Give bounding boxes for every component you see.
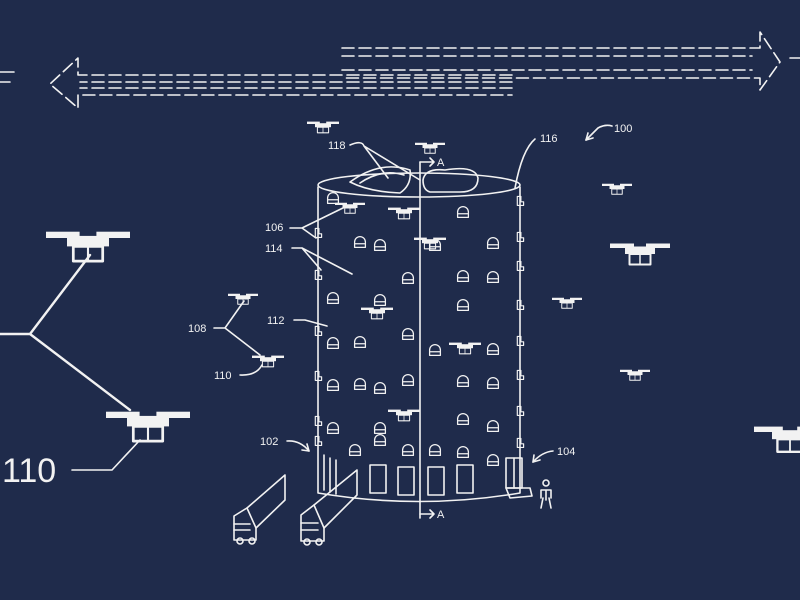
window-port-icon — [486, 376, 500, 390]
window-port-icon — [456, 205, 470, 219]
drone-icon — [387, 409, 421, 422]
window-port-icon — [428, 443, 442, 457]
label-110-large: 110 — [2, 452, 56, 490]
label-108: 108 — [188, 323, 206, 335]
drone-icon — [752, 425, 800, 453]
label-112: 112 — [267, 315, 285, 327]
window-port-icon — [456, 445, 470, 459]
drone-icon — [251, 355, 285, 368]
truck-right — [300, 469, 358, 546]
window-port-icon — [456, 412, 470, 426]
window-port-icon — [456, 269, 470, 283]
window-port-icon — [401, 373, 415, 387]
label-102: 102 — [260, 436, 278, 448]
entrance-door — [505, 457, 533, 499]
dashed-arrow-left — [49, 57, 513, 109]
window-port-icon — [456, 374, 470, 388]
facility-building — [314, 157, 533, 519]
label-110: 110 — [214, 370, 232, 382]
drone-icon — [387, 207, 421, 220]
drone-icon — [413, 237, 447, 250]
window-port-icon — [373, 421, 387, 435]
leader-lines — [0, 124, 613, 471]
label-114: 114 — [265, 243, 283, 255]
label-104: 104 — [557, 446, 575, 458]
drone-icon — [609, 242, 671, 266]
truck-left — [233, 474, 286, 545]
window-port-icon — [353, 235, 367, 249]
drone-icon — [360, 307, 394, 320]
window-port-icon — [326, 291, 340, 305]
window-port-icon — [373, 381, 387, 395]
window-port-icon — [486, 453, 500, 467]
window-port-icon — [348, 443, 362, 457]
label-100: 100 — [614, 123, 632, 135]
roof-opening-right — [422, 167, 479, 193]
window-port-icon — [373, 433, 387, 447]
window-port-icon — [401, 443, 415, 457]
window-port-icon — [353, 335, 367, 349]
drone-icon — [448, 342, 482, 355]
window-port-icon — [401, 327, 415, 341]
drone-icon — [601, 183, 633, 195]
drone-icon — [306, 121, 340, 134]
window-port-icon — [428, 343, 442, 357]
label-116: 116 — [540, 133, 558, 145]
window-port-icon — [373, 238, 387, 252]
label-118: 118 — [328, 140, 346, 152]
label-106: 106 — [265, 222, 283, 234]
window-port-icon — [401, 271, 415, 285]
dashes-edge — [0, 57, 800, 83]
drone-icon — [104, 410, 192, 443]
window-port-icon — [326, 336, 340, 350]
window-port-icon — [373, 293, 387, 307]
dashed-arrow-right — [341, 31, 781, 91]
roof-opening-left — [349, 166, 412, 194]
drone-icon — [414, 142, 446, 154]
window-port-icon — [326, 421, 340, 435]
person-figure — [540, 479, 552, 509]
window-port-icon — [326, 378, 340, 392]
window-port-icon — [486, 419, 500, 433]
window-port-icon — [486, 236, 500, 250]
window-port-icon — [326, 191, 340, 205]
drone-icon — [334, 202, 366, 214]
window-port-icon — [486, 342, 500, 356]
section-mark-bottom: A — [437, 509, 445, 521]
drone-icon — [551, 297, 583, 309]
section-mark-top: A — [437, 157, 445, 169]
loading-doors — [323, 454, 474, 496]
drone-icon — [619, 369, 651, 381]
window-port-icon — [353, 377, 367, 391]
window-port-icon — [456, 298, 470, 312]
window-port-icon — [486, 270, 500, 284]
